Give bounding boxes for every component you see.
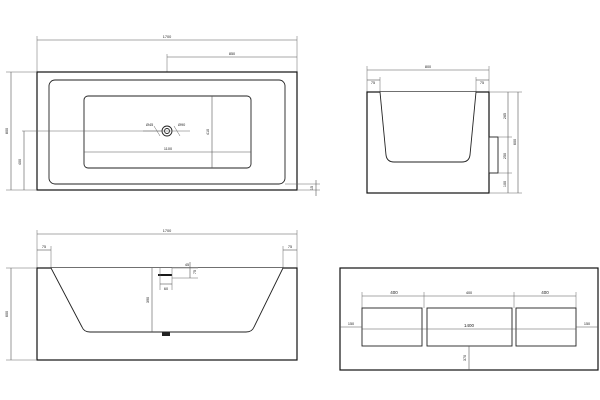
front-left-wall-label: 75 [42, 245, 46, 249]
base-bottom-margin-label: 370 [463, 355, 467, 361]
drain-label-a: Ø45 [146, 123, 153, 127]
side-height-upper-label: 265 [503, 113, 507, 119]
top-rim-label: 15 [310, 186, 314, 190]
front-depth-inner-label: 390 [146, 297, 150, 303]
side-end-basin [379, 91, 477, 163]
base-seg-middle-label: 400 [466, 291, 472, 295]
front-right-wall-label: 75 [288, 245, 292, 249]
base-support-middle [426, 307, 513, 347]
front-view: 1700 75 75 60 45 75 390 600 [5, 229, 298, 361]
waste-outlet-icon [162, 332, 170, 336]
base-support-left [361, 307, 423, 347]
side-end-view: 800 75 75 265 250 100 600 [366, 65, 522, 194]
side-left-wall-label: 75 [371, 81, 375, 85]
top-inner-width-label: 410 [206, 129, 210, 135]
base-seg-right-label: 400 [541, 290, 549, 295]
top-drain-from-edge-label: 400 [18, 159, 22, 165]
front-overall-length-label: 1700 [163, 229, 171, 233]
base-seg-left-label: 400 [390, 290, 398, 295]
front-height-label: 600 [5, 311, 9, 317]
base-left-margin-label: 150 [348, 322, 354, 326]
front-overflow-b-label: 75 [193, 270, 197, 274]
front-overflow-a-label: 45 [185, 263, 189, 267]
top-drain-offset-label: 850 [229, 52, 235, 56]
side-height-middle-label: 250 [503, 153, 507, 159]
drain-label-b: Ø90 [178, 123, 185, 127]
front-view-basin [50, 267, 284, 333]
base-right-margin-label: 150 [584, 322, 590, 326]
side-end-overflow [488, 136, 499, 174]
base-view: 400 400 400 1400 150 150 370 [339, 267, 599, 371]
base-inner-length-label: 1400 [464, 323, 475, 328]
top-overall-width-label: 800 [5, 128, 9, 134]
top-view: 1700 850 800 400 Ø45 Ø90 1100 [5, 35, 320, 196]
front-overflow-spacing-label: 60 [164, 287, 168, 291]
top-inner-length-label: 1100 [164, 147, 172, 151]
side-overall-width-label: 800 [425, 65, 431, 69]
side-height-overall-label: 600 [513, 139, 517, 145]
side-right-wall-label: 75 [480, 81, 484, 85]
side-height-lower-label: 100 [503, 181, 507, 187]
base-support-right [515, 307, 577, 347]
top-overall-length-label: 1700 [163, 35, 171, 39]
